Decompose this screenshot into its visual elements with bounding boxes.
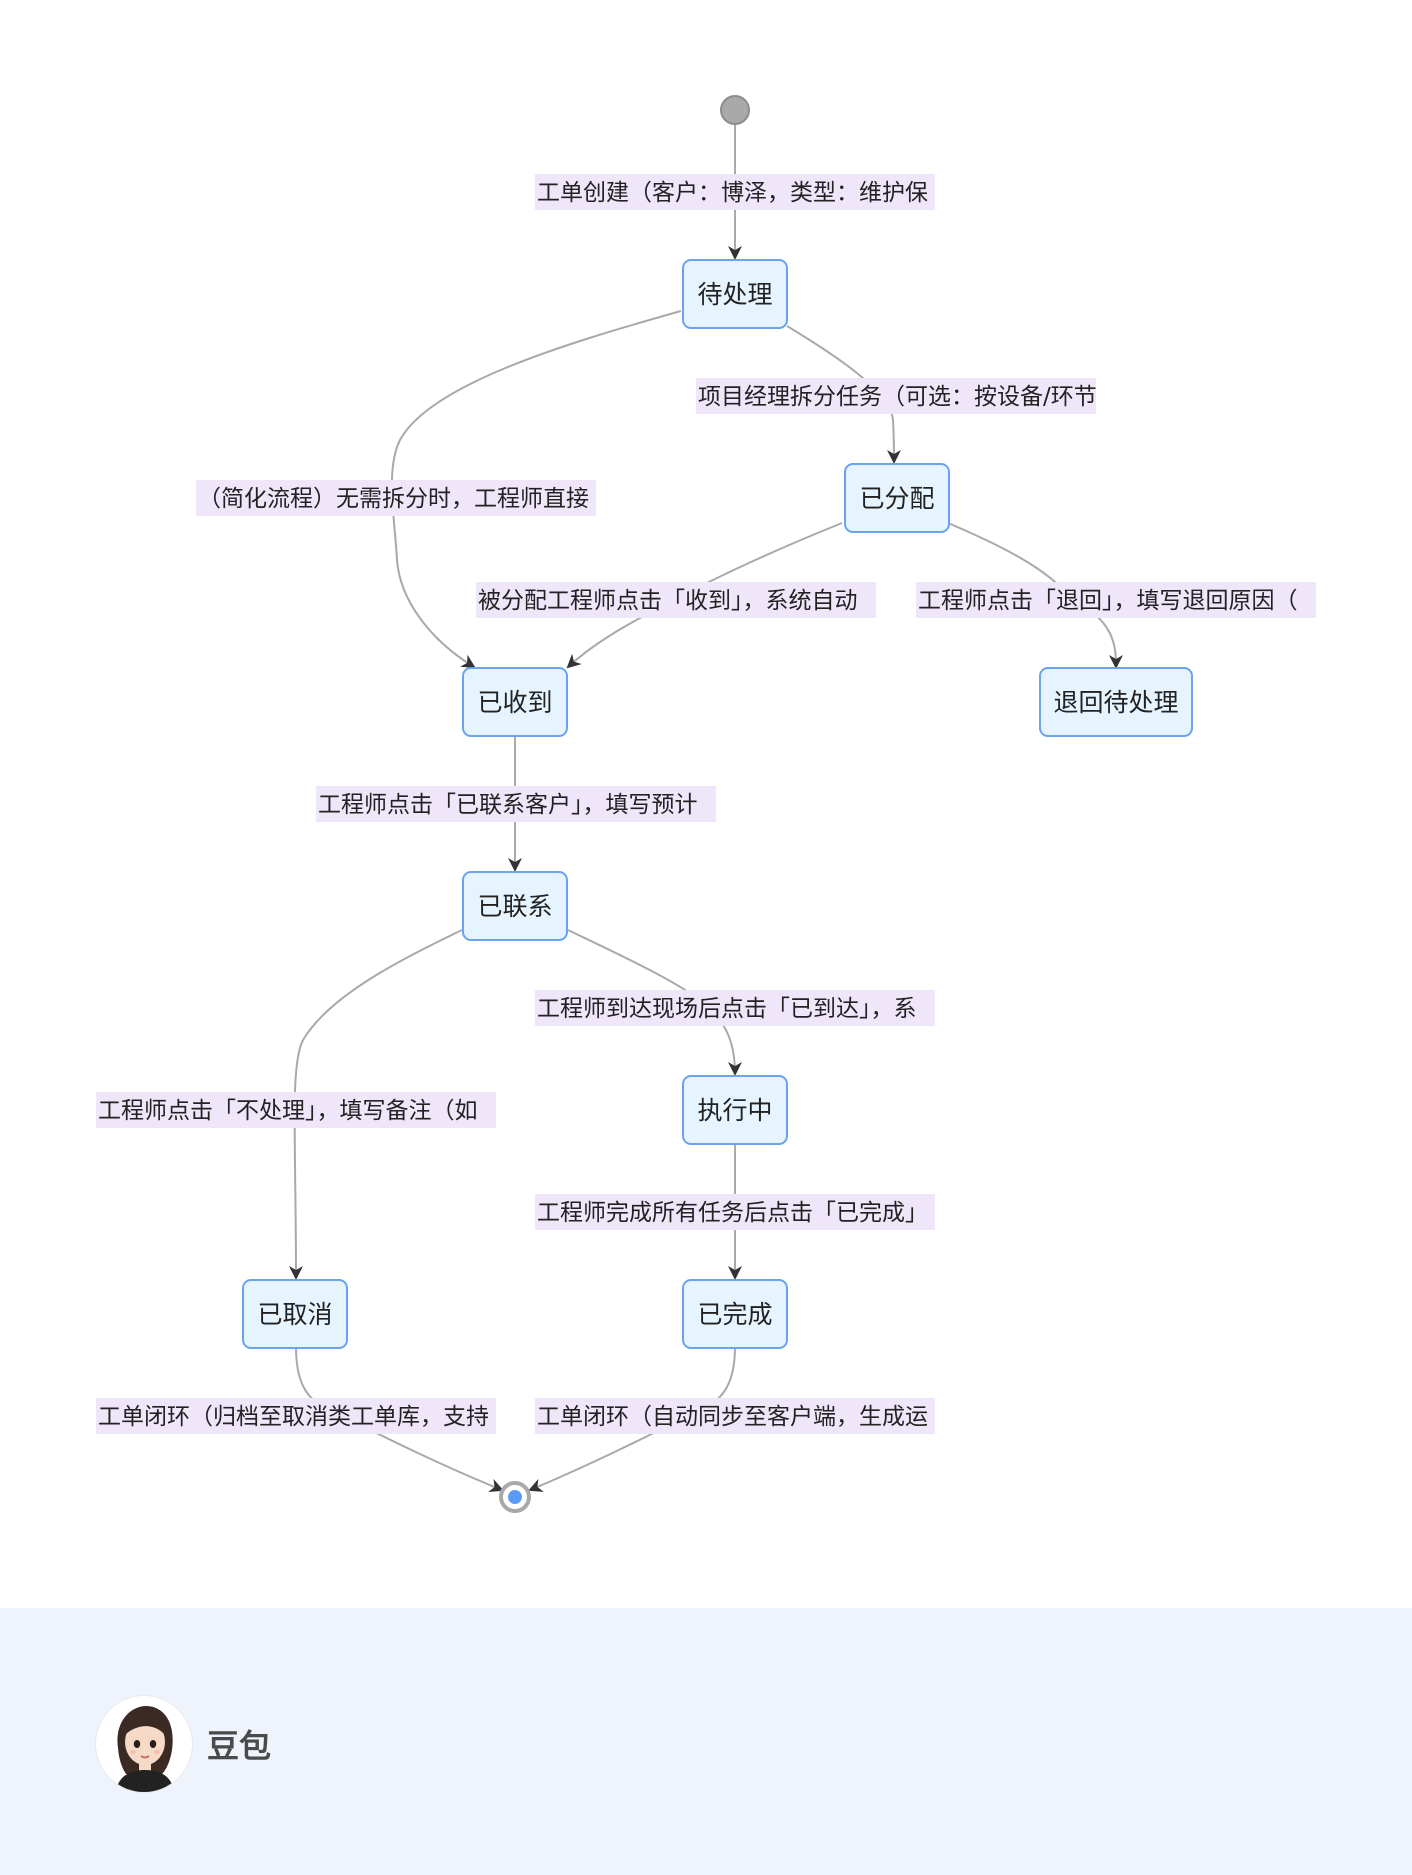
state-diagram: 待处理 已分配 已收到 退回待处理 已联系 执行中 已取消 已完成 — [96, 95, 1316, 1513]
edge-label-split: 项目经理拆分任务（可选：按设备/环节 — [696, 378, 1097, 414]
svg-text:工单闭环（自动同步至客户端，生成运: 工单闭环（自动同步至客户端，生成运 — [537, 1404, 928, 1430]
state-executing-label: 执行中 — [697, 1096, 772, 1125]
edge-label-close-complete: 工单闭环（自动同步至客户端，生成运 — [535, 1398, 935, 1434]
edge-label-confirm-receive: 被分配工程师点击「收到」，系统自动 — [476, 582, 876, 618]
svg-text:被分配工程师点击「收到」，系统自动: 被分配工程师点击「收到」，系统自动 — [478, 588, 858, 614]
state-assigned-label: 已分配 — [859, 484, 934, 513]
state-contacted-label: 已联系 — [477, 892, 552, 921]
edge-label-finish: 工程师完成所有任务后点击「已完成」 — [535, 1194, 935, 1230]
edge-not-handle — [288, 929, 463, 1280]
state-assigned: 已分配 — [844, 463, 950, 533]
assistant-name: 豆包 — [207, 1727, 272, 1765]
state-cancelled-label: 已取消 — [257, 1300, 332, 1329]
state-pending: 待处理 — [682, 259, 788, 329]
state-returned-pending: 退回待处理 — [1039, 667, 1193, 737]
svg-text:工程师点击「退回」，填写退回原因（: 工程师点击「退回」，填写退回原因（ — [918, 588, 1298, 614]
assistant-footer: 豆包 — [0, 1608, 1412, 1875]
edge-label-return: 工程师点击「退回」，填写退回原因（ — [916, 582, 1316, 618]
state-diagram-canvas: 待处理 已分配 已收到 退回待处理 已联系 执行中 已取消 已完成 — [96, 95, 1316, 1513]
edge-label-direct-receive: （简化流程）无需拆分时，工程师直接 — [196, 480, 596, 516]
state-executing: 执行中 — [682, 1075, 788, 1145]
state-received-label: 已收到 — [477, 688, 552, 717]
state-received: 已收到 — [462, 667, 568, 737]
state-completed: 已完成 — [682, 1279, 788, 1349]
svg-text:项目经理拆分任务（可选：按设备/环节: 项目经理拆分任务（可选：按设备/环节 — [698, 384, 1097, 410]
edge-label-contact: 工程师点击「已联系客户」，填写预计 — [316, 786, 716, 822]
edge-label-create: 工单创建（客户：博泽，类型：维护保 — [535, 174, 935, 210]
state-completed-label: 已完成 — [697, 1300, 772, 1329]
state-returned-pending-label: 退回待处理 — [1053, 688, 1178, 717]
edge-label-not-handle: 工程师点击「不处理」，填写备注（如 — [96, 1092, 496, 1128]
start-node — [720, 95, 750, 125]
edge-direct-receive — [390, 310, 682, 669]
end-node — [499, 1481, 531, 1513]
state-contacted: 已联系 — [462, 871, 568, 941]
svg-text:（简化流程）无需拆分时，工程师直接: （简化流程）无需拆分时，工程师直接 — [198, 486, 589, 512]
svg-text:工程师到达现场后点击「已到达」，系: 工程师到达现场后点击「已到达」，系 — [537, 996, 917, 1022]
svg-text:工程师点击「已联系客户」，填写预计: 工程师点击「已联系客户」，填写预计 — [318, 792, 698, 818]
state-cancelled: 已取消 — [242, 1279, 348, 1349]
svg-text:工单创建（客户：博泽，类型：维护保: 工单创建（客户：博泽，类型：维护保 — [537, 180, 928, 206]
doubao-avatar-icon[interactable] — [96, 1696, 192, 1792]
edge-label-close-cancel: 工单闭环（归档至取消类工单库，支持 — [96, 1398, 496, 1434]
svg-text:工程师完成所有任务后点击「已完成」: 工程师完成所有任务后点击「已完成」 — [537, 1200, 928, 1226]
edge-label-arrive: 工程师到达现场后点击「已到达」，系 — [535, 990, 935, 1026]
state-pending-label: 待处理 — [697, 280, 772, 309]
svg-text:工程师点击「不处理」，填写备注（如: 工程师点击「不处理」，填写备注（如 — [98, 1098, 478, 1124]
svg-text:工单闭环（归档至取消类工单库，支持: 工单闭环（归档至取消类工单库，支持 — [98, 1404, 489, 1430]
